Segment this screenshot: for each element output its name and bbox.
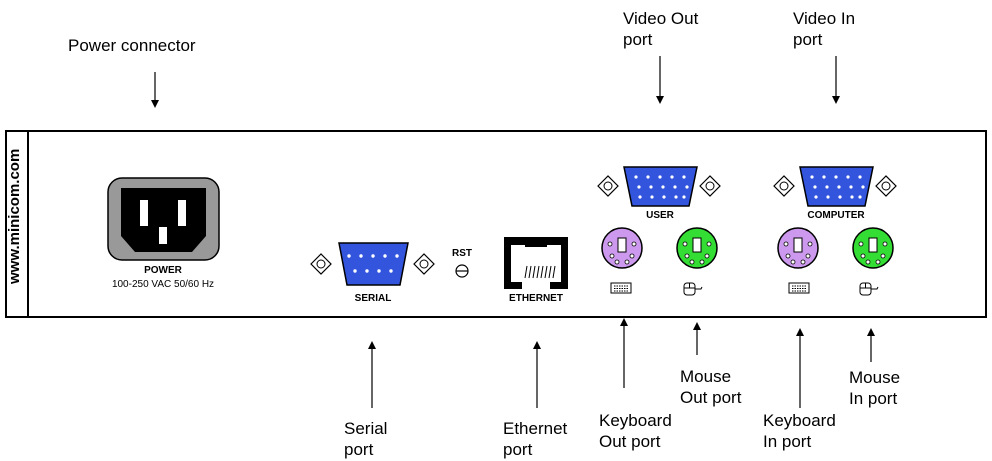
callout-video-out-port: Video Out port (623, 8, 698, 50)
callout-line: Video Out (623, 9, 699, 28)
mouse-icon (683, 282, 703, 296)
power-inlet (107, 177, 220, 261)
callout-line: Mouse (680, 367, 732, 386)
callout-mouse-in-port: Mouse In port (849, 367, 900, 409)
serial-label: SERIAL (354, 293, 392, 304)
callout-line: Out port (599, 432, 661, 451)
callout-line: port (503, 440, 533, 459)
ethernet-label: ETHERNET (509, 293, 563, 304)
rst-label: RST (452, 248, 472, 259)
callout-keyboard-out-port: Keyboard Out port (599, 410, 672, 452)
callout-ethernet-port: Ethernet port (503, 418, 567, 460)
callout-keyboard-in-port: Keyboard In port (763, 410, 836, 452)
ethernet-port (504, 237, 568, 289)
user-label: USER (646, 210, 674, 221)
callout-line: In port (763, 432, 812, 451)
keyboard-icon (788, 282, 810, 294)
callout-line: Keyboard (599, 411, 672, 430)
keyboard-icon (610, 282, 632, 294)
mouse-out-port (676, 227, 718, 269)
callout-video-in-port: Video In port (793, 8, 855, 50)
power-label: POWER (144, 265, 182, 276)
callout-line: port (793, 30, 823, 49)
brand-url: www.minicom.com (6, 148, 23, 284)
reset-button (455, 264, 469, 278)
callout-line: Serial (344, 419, 388, 438)
callout-line: port (623, 30, 653, 49)
callout-serial-port: Serial port (344, 418, 387, 460)
callout-line: Keyboard (763, 411, 836, 430)
serial-port (310, 242, 435, 286)
keyboard-in-port (777, 227, 819, 269)
callout-line: port (344, 440, 374, 459)
video-in-port (773, 166, 897, 207)
power-spec: 100-250 VAC 50/60 Hz (111, 279, 215, 290)
callout-power-connector: Power connector (68, 36, 196, 55)
computer-label: COMPUTER (807, 210, 865, 221)
mouse-icon (859, 282, 879, 296)
callout-mouse-out-port: Mouse Out port (680, 366, 741, 408)
callout-line: Video In (793, 9, 856, 28)
callout-line: Ethernet (503, 419, 568, 438)
callout-line: Mouse (849, 368, 901, 387)
keyboard-out-port (601, 227, 643, 269)
callout-line: Out port (680, 388, 742, 407)
mouse-in-port (852, 227, 894, 269)
callout-line: In port (849, 389, 898, 408)
video-out-port (597, 166, 721, 207)
